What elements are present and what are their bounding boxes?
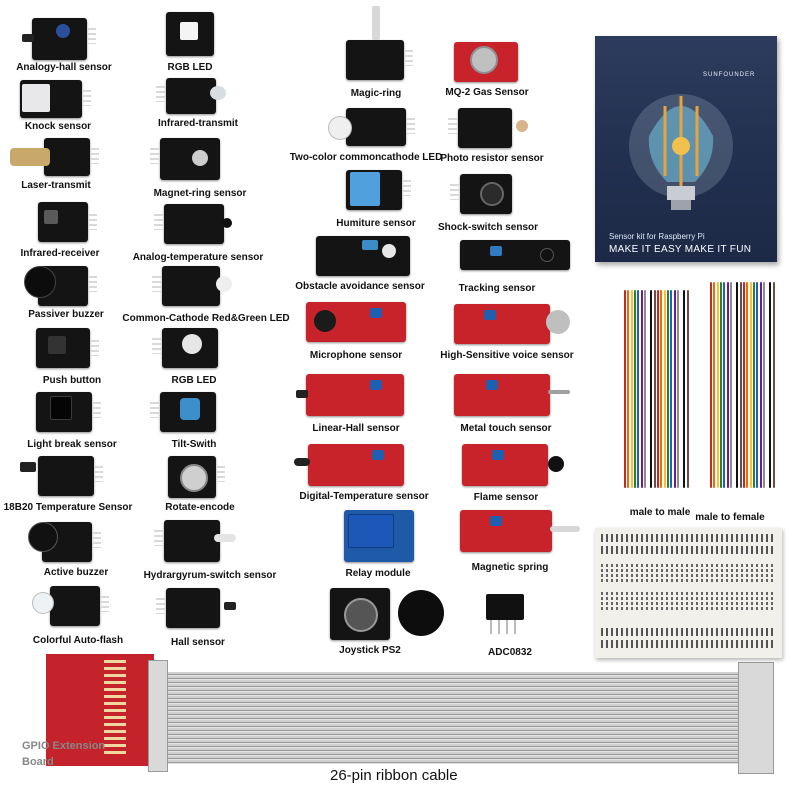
label-metal-touch-sensor: Metal touch sensor [460, 423, 552, 434]
label-photo-resistor-sensor: Photo resistor sensor [440, 153, 544, 164]
label-relay-module: Relay module [345, 568, 411, 579]
label-gpio-extension: GPIO Extension [22, 740, 106, 752]
label-magnetic-spring: Magnetic spring [471, 562, 549, 573]
label-tracking-sensor: Tracking sensor [458, 283, 536, 294]
label-male-to-male: male to male [629, 507, 691, 518]
jumper-wire [666, 290, 669, 488]
jumper-wire [676, 290, 679, 488]
label-humiture-sensor: Humiture sensor [336, 218, 416, 229]
jumper-wire [710, 282, 712, 488]
label-obstacle-avoidance-sensor: Obstacle avoidance sensor [295, 281, 425, 292]
label-two-color-led: Two-color commoncathode LED [289, 152, 443, 163]
label-rotate-encode: Rotate-encode [165, 502, 235, 513]
label-joystick-ps2: Joystick PS2 [339, 645, 401, 656]
label-infrared-receiver: Infrared-receiver [20, 248, 100, 259]
jumper-wire [650, 290, 653, 488]
jumper-wire [713, 282, 716, 488]
lightbulb-icon [629, 94, 733, 210]
label-shock-switch-sensor: Shock-switch sensor [437, 222, 539, 233]
gpio-extension-board [46, 654, 154, 766]
label-male-to-female: male to female [695, 512, 765, 523]
ribbon-cable [152, 672, 742, 764]
label-rgb-led-1: RGB LED [167, 62, 213, 73]
label-flame-sensor: Flame sensor [473, 492, 539, 503]
jumper-wire [653, 290, 656, 488]
label-gpio-board: Board [22, 756, 54, 768]
jumper-wire [726, 282, 729, 488]
jumper-wire [637, 290, 640, 488]
jumper-wire [643, 290, 646, 488]
label-active-buzzer: Active buzzer [43, 567, 109, 578]
label-high-sensitive-voice-sensor: High-Sensitive voice sensor [440, 350, 574, 361]
jumper-wire [683, 290, 686, 488]
jumper-wire [772, 282, 775, 488]
jumper-wire [736, 282, 739, 488]
jumper-wire [716, 282, 719, 488]
jumper-wire [624, 290, 626, 488]
box-tagline: MAKE IT EASY MAKE IT FUN [609, 244, 752, 255]
jumper-wire [769, 282, 772, 488]
label-hydrargyrum-switch-sensor: Hydrargyrum-switch sensor [143, 570, 277, 581]
jumper-wire [759, 282, 762, 488]
jumper-wires-male-female [706, 272, 782, 502]
jumper-wire [733, 282, 736, 488]
label-rgb-led-2: RGB LED [171, 375, 217, 386]
label-magic-ring: Magic-ring [350, 88, 402, 99]
label-analogy-hall-sensor: Analogy-hall sensor [16, 62, 112, 73]
jumper-wire [680, 290, 683, 488]
label-analog-temperature-sensor: Analog-temperature sensor [132, 252, 264, 263]
label-linear-hall-sensor: Linear-Hall sensor [312, 423, 400, 434]
ribbon-connector-left [148, 660, 168, 772]
jumper-wire [746, 282, 749, 488]
label-light-break-sensor: Light break sensor [27, 439, 117, 450]
label-push-button: Push button [42, 375, 102, 386]
label-colorful-auto-flash: Colorful Auto-flash [32, 635, 124, 646]
jumper-wire [723, 282, 726, 488]
label-18b20-temperature-sensor: 18B20 Temperature Sensor [3, 502, 133, 513]
breadboard [595, 528, 782, 658]
label-infrared-transmit: Infrared-transmit [157, 118, 239, 129]
label-digital-temperature-sensor: Digital-Temperature sensor [299, 491, 429, 502]
jumper-wire [749, 282, 752, 488]
jumper-wire [660, 290, 663, 488]
jumper-wire [670, 290, 673, 488]
jumper-wire [630, 290, 633, 488]
jumper-wires-male-male [620, 280, 698, 500]
jumper-wire [729, 282, 732, 488]
jumper-wire [663, 290, 666, 488]
label-laser-transmit: Laser-transmit [21, 180, 91, 191]
label-hall-sensor: Hall sensor [171, 637, 225, 648]
jumper-wire [640, 290, 643, 488]
label-passive-buzzer: Passiver buzzer [28, 309, 104, 320]
label-ribbon-cable: 26-pin ribbon cable [330, 767, 458, 784]
box-brand: SUNFOUNDER [703, 72, 756, 78]
label-tilt-switch: Tilt-Swith [171, 439, 217, 450]
sensor-kit-box: SUNFOUNDER Sensor kit for Raspberry Pi M… [595, 36, 777, 262]
label-mq2-gas-sensor: MQ-2 Gas Sensor [445, 87, 529, 98]
label-magnet-ring-sensor: Magnet-ring sensor [153, 188, 247, 199]
jumper-wire [627, 290, 630, 488]
jumper-wire [762, 282, 765, 488]
jumper-wire [719, 282, 722, 488]
jumper-wire [647, 290, 650, 488]
jumper-wire [657, 290, 659, 488]
jumper-wire [673, 290, 676, 488]
jumper-wire [766, 282, 769, 488]
label-red-green-led: Common-Cathode Red&Green LED [122, 313, 290, 324]
box-subtitle: Sensor kit for Raspberry Pi [609, 232, 705, 241]
label-adc0832: ADC0832 [488, 647, 532, 658]
jumper-wire [752, 282, 755, 488]
ribbon-connector-right [738, 662, 774, 774]
jumper-wire [756, 282, 759, 488]
jumper-wire [739, 282, 742, 488]
jumper-wire [633, 290, 636, 488]
jumper-wire [743, 282, 745, 488]
jumper-wire [686, 290, 689, 488]
label-microphone-sensor: Microphone sensor [309, 350, 403, 361]
label-knock-sensor: Knock sensor [24, 121, 92, 132]
